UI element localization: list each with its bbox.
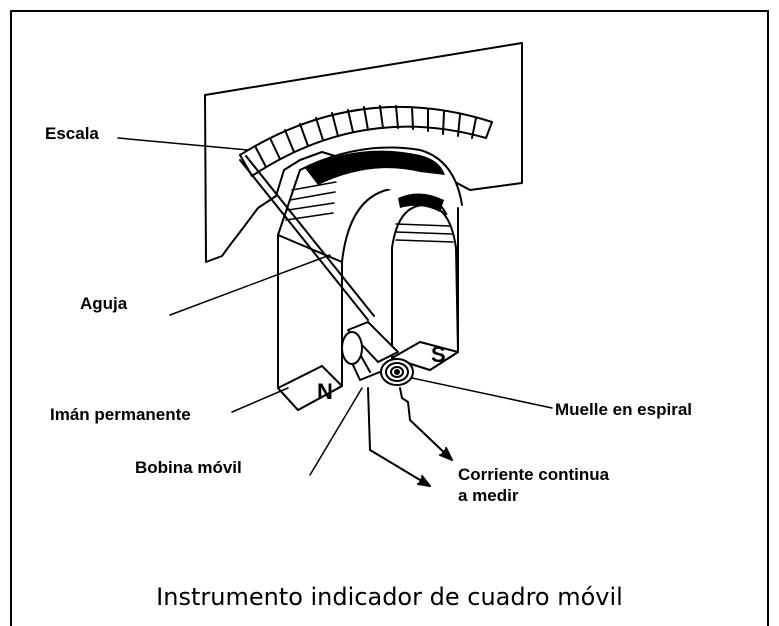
pointer-needle [239, 155, 375, 321]
leader-lines [117, 137, 553, 476]
spiral-spring [380, 358, 414, 386]
label-corriente-2: a medir [458, 486, 519, 505]
diagram-caption: Instrumento indicador de cuadro móvil [156, 583, 623, 611]
pole-s-label: S [431, 342, 446, 367]
label-muelle-espiral: Muelle en espiral [555, 400, 692, 419]
diagram-frame [10, 10, 769, 626]
label-iman-permanente: Imán permanente [50, 405, 191, 424]
current-lead-1 [399, 387, 453, 461]
pole-n-label: N [317, 379, 333, 404]
moving-coil [341, 321, 399, 381]
scale-arc [239, 105, 493, 177]
label-escala: Escala [45, 124, 99, 143]
label-bobina-movil: Bobina móvil [135, 458, 242, 477]
label-corriente-1: Corriente continua [458, 465, 610, 484]
current-lead-2 [367, 387, 431, 487]
label-aguja: Aguja [80, 294, 128, 313]
